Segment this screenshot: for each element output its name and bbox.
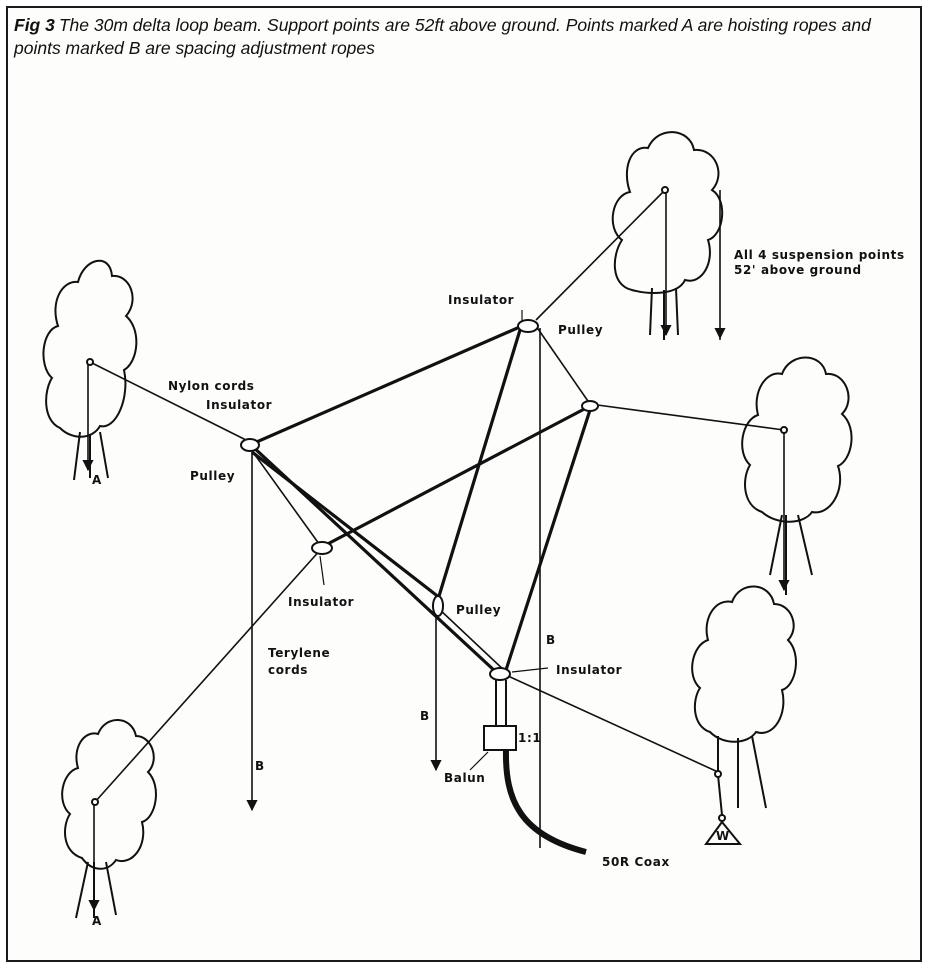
label-weight: W xyxy=(716,829,730,843)
leader-lines xyxy=(319,310,549,771)
label-suspension-line1: All 4 suspension points xyxy=(734,248,905,262)
figure-frame xyxy=(6,6,922,962)
hoisting-ropes xyxy=(82,190,790,912)
coax-cable xyxy=(502,749,587,855)
label-insulator-center: Insulator xyxy=(288,595,354,609)
balun xyxy=(483,680,517,751)
nylon-cords xyxy=(89,189,785,803)
label-b-center: B xyxy=(420,709,430,723)
weight-icon xyxy=(704,774,743,845)
tree-top-right xyxy=(611,131,724,340)
label-nylon-cords: Nylon cords xyxy=(168,379,255,393)
label-coax: 50R Coax xyxy=(602,855,670,869)
label-pulley-top: Pulley xyxy=(558,323,603,337)
label-b-right: B xyxy=(546,633,556,647)
label-suspension-line2: 52' above ground xyxy=(734,263,862,277)
tree-right xyxy=(741,356,853,595)
caption-text: The 30m delta loop beam. Support points … xyxy=(14,15,871,58)
label-pulley-center: Pulley xyxy=(456,603,501,617)
label-one-to-one: 1:1 xyxy=(518,731,541,745)
label-b-left: B xyxy=(255,759,265,773)
tree-bottom-right xyxy=(691,585,797,809)
insulators xyxy=(86,186,788,806)
label-a-left-bottom: A xyxy=(92,914,102,928)
label-insulator-left: Insulator xyxy=(206,398,272,412)
label-insulator-feed: Insulator xyxy=(556,663,622,677)
tree-left xyxy=(42,259,138,481)
label-a-left-top: A xyxy=(92,473,102,487)
label-balun: Balun xyxy=(444,771,485,785)
spacing-ropes xyxy=(246,328,541,848)
label-terylene-line1: Terylene xyxy=(268,646,330,660)
label-insulator-top: Insulator xyxy=(448,293,514,307)
antenna-elements xyxy=(250,324,592,674)
figure-number: Fig 3 xyxy=(14,15,55,35)
label-pulley-left: Pulley xyxy=(190,469,235,483)
label-terylene-line2: cords xyxy=(268,663,308,677)
